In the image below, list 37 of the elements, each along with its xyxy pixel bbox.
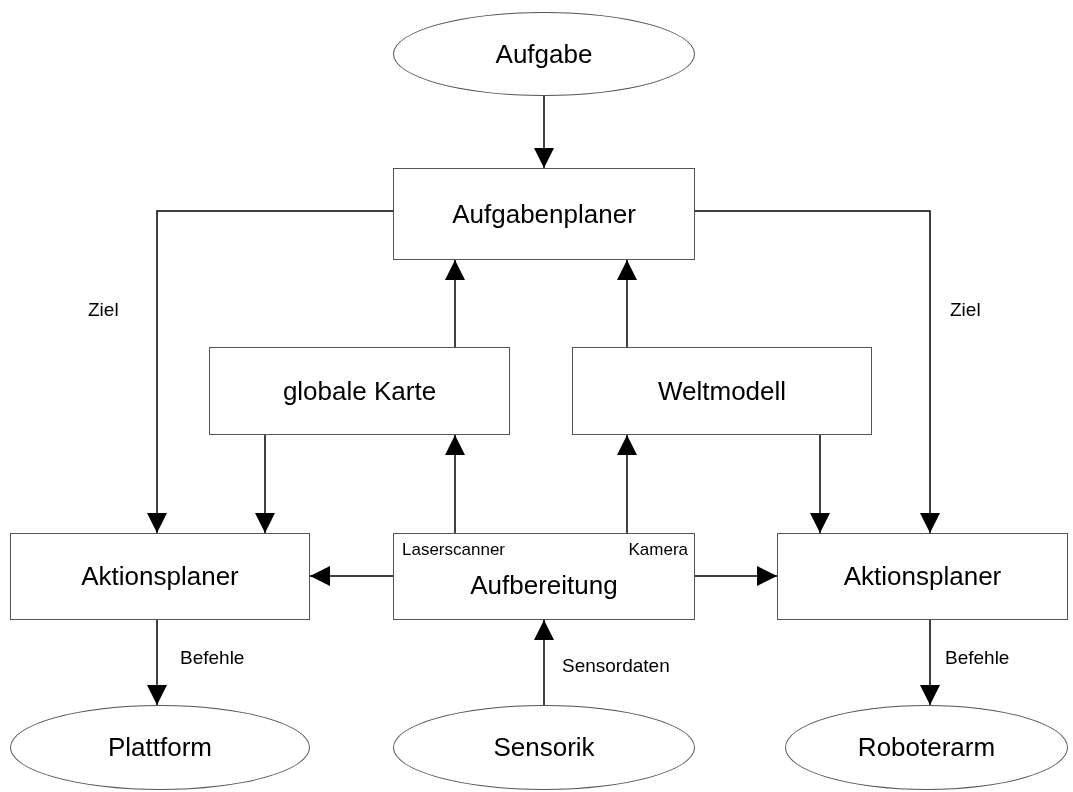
arrow bbox=[255, 434, 275, 534]
arrow bbox=[920, 619, 940, 706]
process-box bbox=[777, 533, 1068, 620]
arrow bbox=[147, 210, 394, 534]
arrow bbox=[694, 210, 940, 534]
node-label: Aktionsplaner bbox=[843, 560, 1002, 593]
arrow bbox=[445, 434, 465, 534]
process-box bbox=[572, 347, 872, 435]
process-box bbox=[10, 533, 310, 620]
port-label: Laserscanner bbox=[402, 539, 505, 561]
arrow bbox=[810, 434, 830, 534]
node-label: Plattform bbox=[108, 731, 212, 764]
edge-label: Ziel bbox=[88, 298, 119, 322]
edge-label: Ziel bbox=[950, 298, 981, 322]
node-label: Aufgabe bbox=[495, 37, 593, 71]
edge-label: Befehle bbox=[945, 646, 1010, 670]
arrow bbox=[694, 566, 778, 586]
process-box bbox=[209, 347, 510, 435]
node-label: Aktionsplaner bbox=[81, 560, 239, 593]
edge-label: Befehle bbox=[180, 646, 245, 670]
arrow bbox=[309, 566, 394, 586]
arrow bbox=[147, 619, 167, 706]
node-label: Roboterarm bbox=[857, 731, 996, 764]
node-label: Aufbereitung bbox=[470, 569, 618, 602]
process-box bbox=[393, 168, 695, 260]
arrow bbox=[534, 95, 554, 169]
port-label: Kamera bbox=[628, 539, 688, 561]
edge-label: Sensordaten bbox=[562, 654, 670, 678]
node-label: Aufgabenplaner bbox=[452, 197, 636, 231]
arrow bbox=[534, 619, 554, 706]
arrow bbox=[445, 259, 465, 348]
arrow bbox=[617, 259, 637, 348]
node-label: globale Karte bbox=[282, 374, 437, 408]
process-box bbox=[393, 533, 695, 620]
arrow bbox=[617, 434, 637, 534]
node-label: Weltmodell bbox=[657, 374, 787, 408]
node-label: Sensorik bbox=[493, 731, 595, 764]
